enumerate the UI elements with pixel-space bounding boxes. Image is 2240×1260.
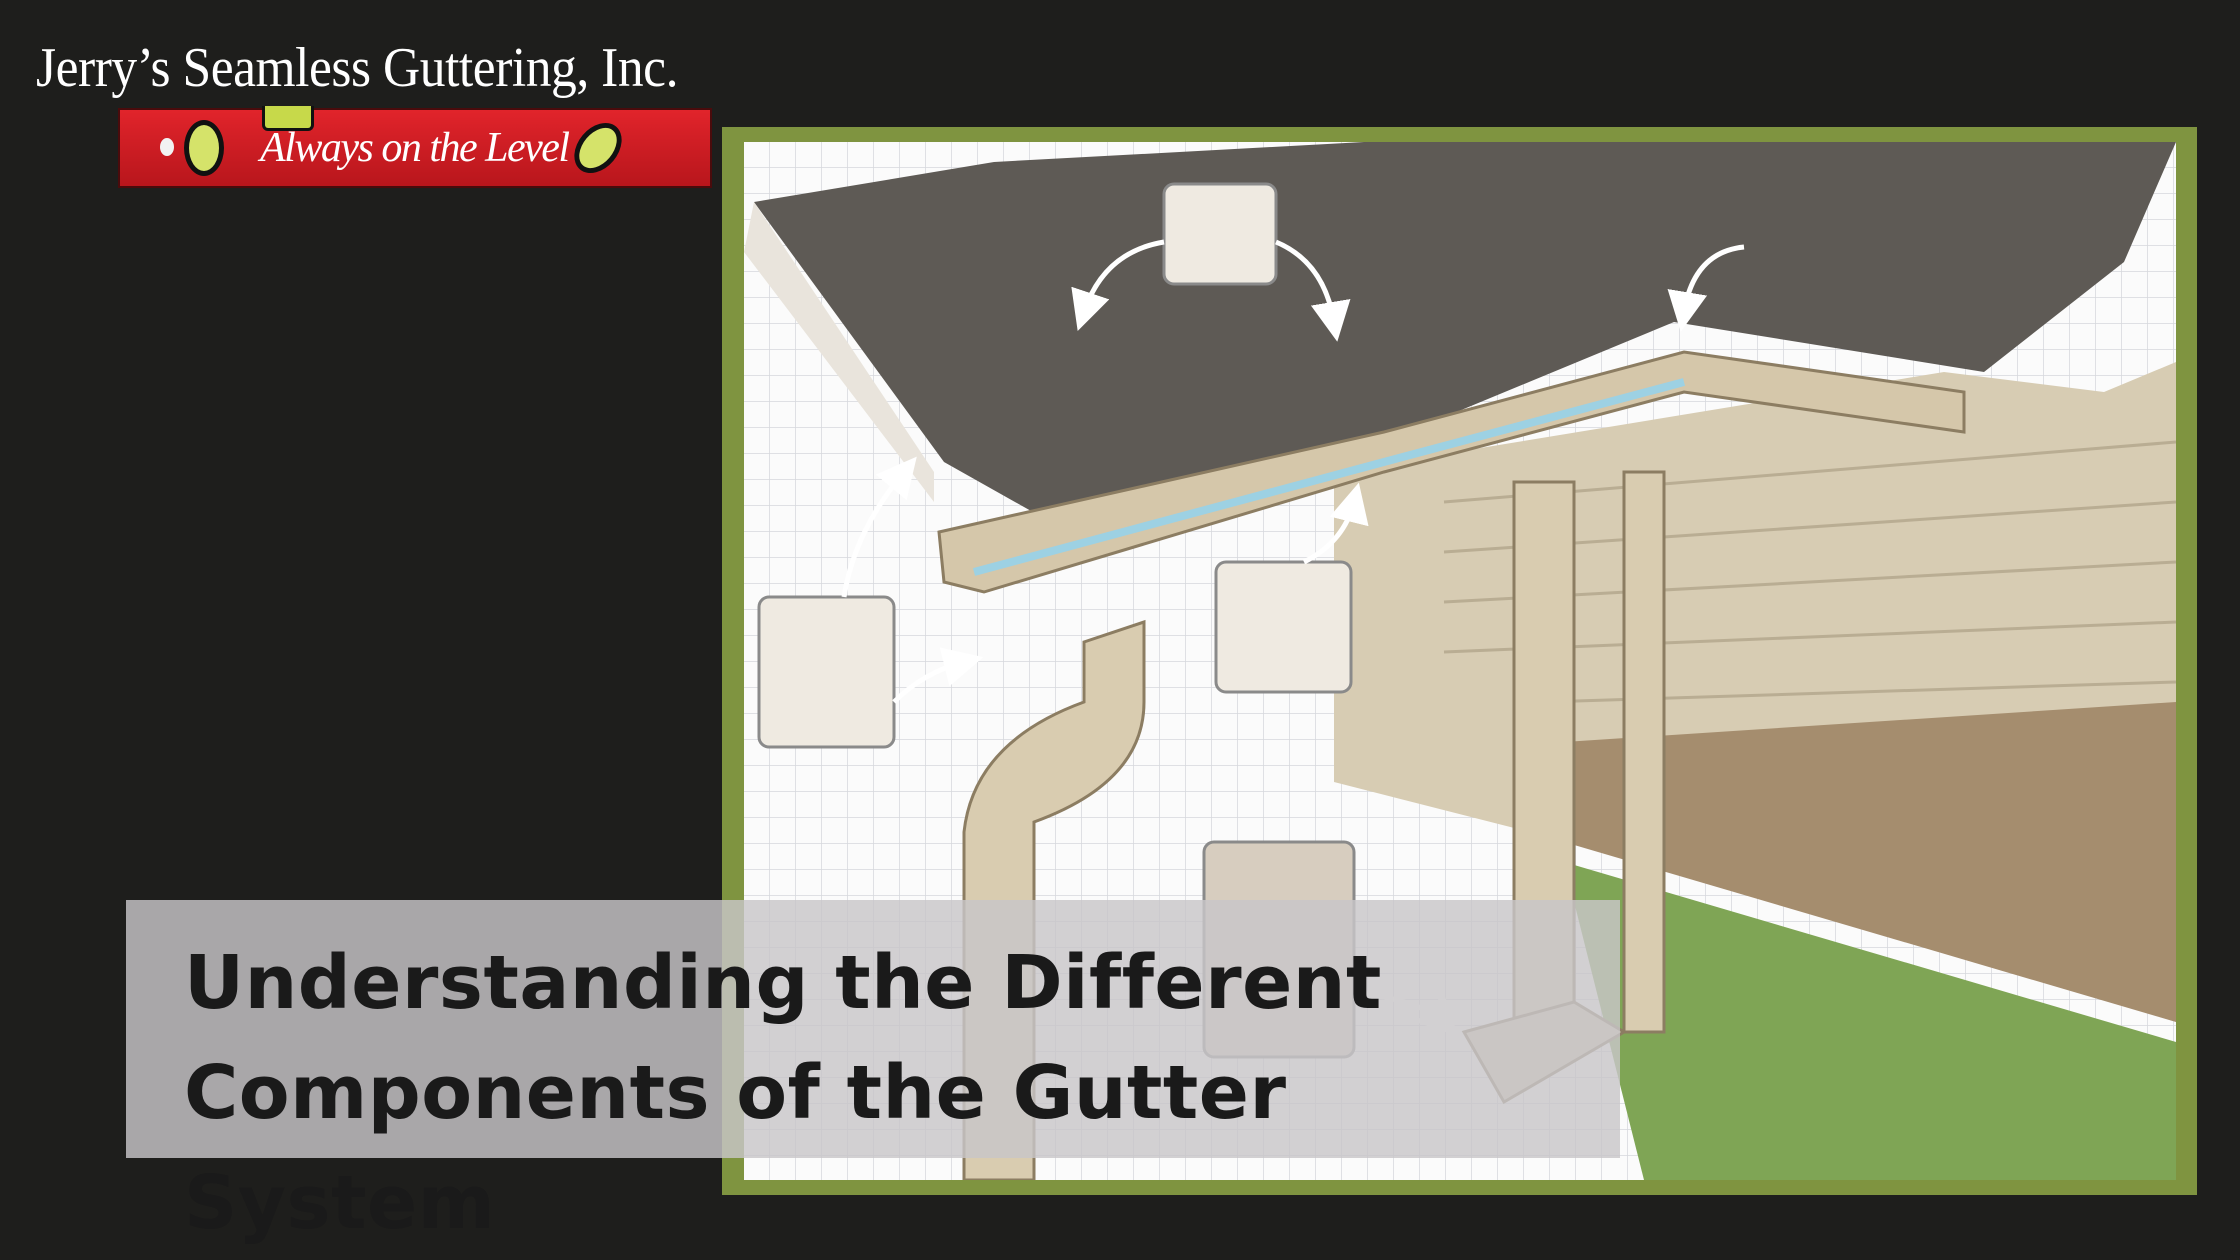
page-title: Understanding the Different Components o… [184, 928, 1620, 1258]
gutter-illustration [722, 127, 2197, 1195]
title-overlay: Understanding the Different Components o… [126, 900, 1620, 1246]
level-dot-icon [160, 138, 174, 156]
title-line-2: Components of the Gutter System [184, 1050, 1287, 1246]
level-vial-icon [184, 120, 224, 176]
gutter-diagram-image [744, 142, 2176, 1180]
level-bubble-icon [262, 106, 314, 131]
tagline-level-logo: Always on the Level [118, 108, 712, 188]
company-name: Jerry’s Seamless Guttering, Inc. [36, 37, 679, 99]
title-line-1: Understanding the Different [184, 940, 1382, 1026]
level-vial-icon [564, 113, 632, 183]
tagline: Always on the Level [260, 125, 570, 171]
